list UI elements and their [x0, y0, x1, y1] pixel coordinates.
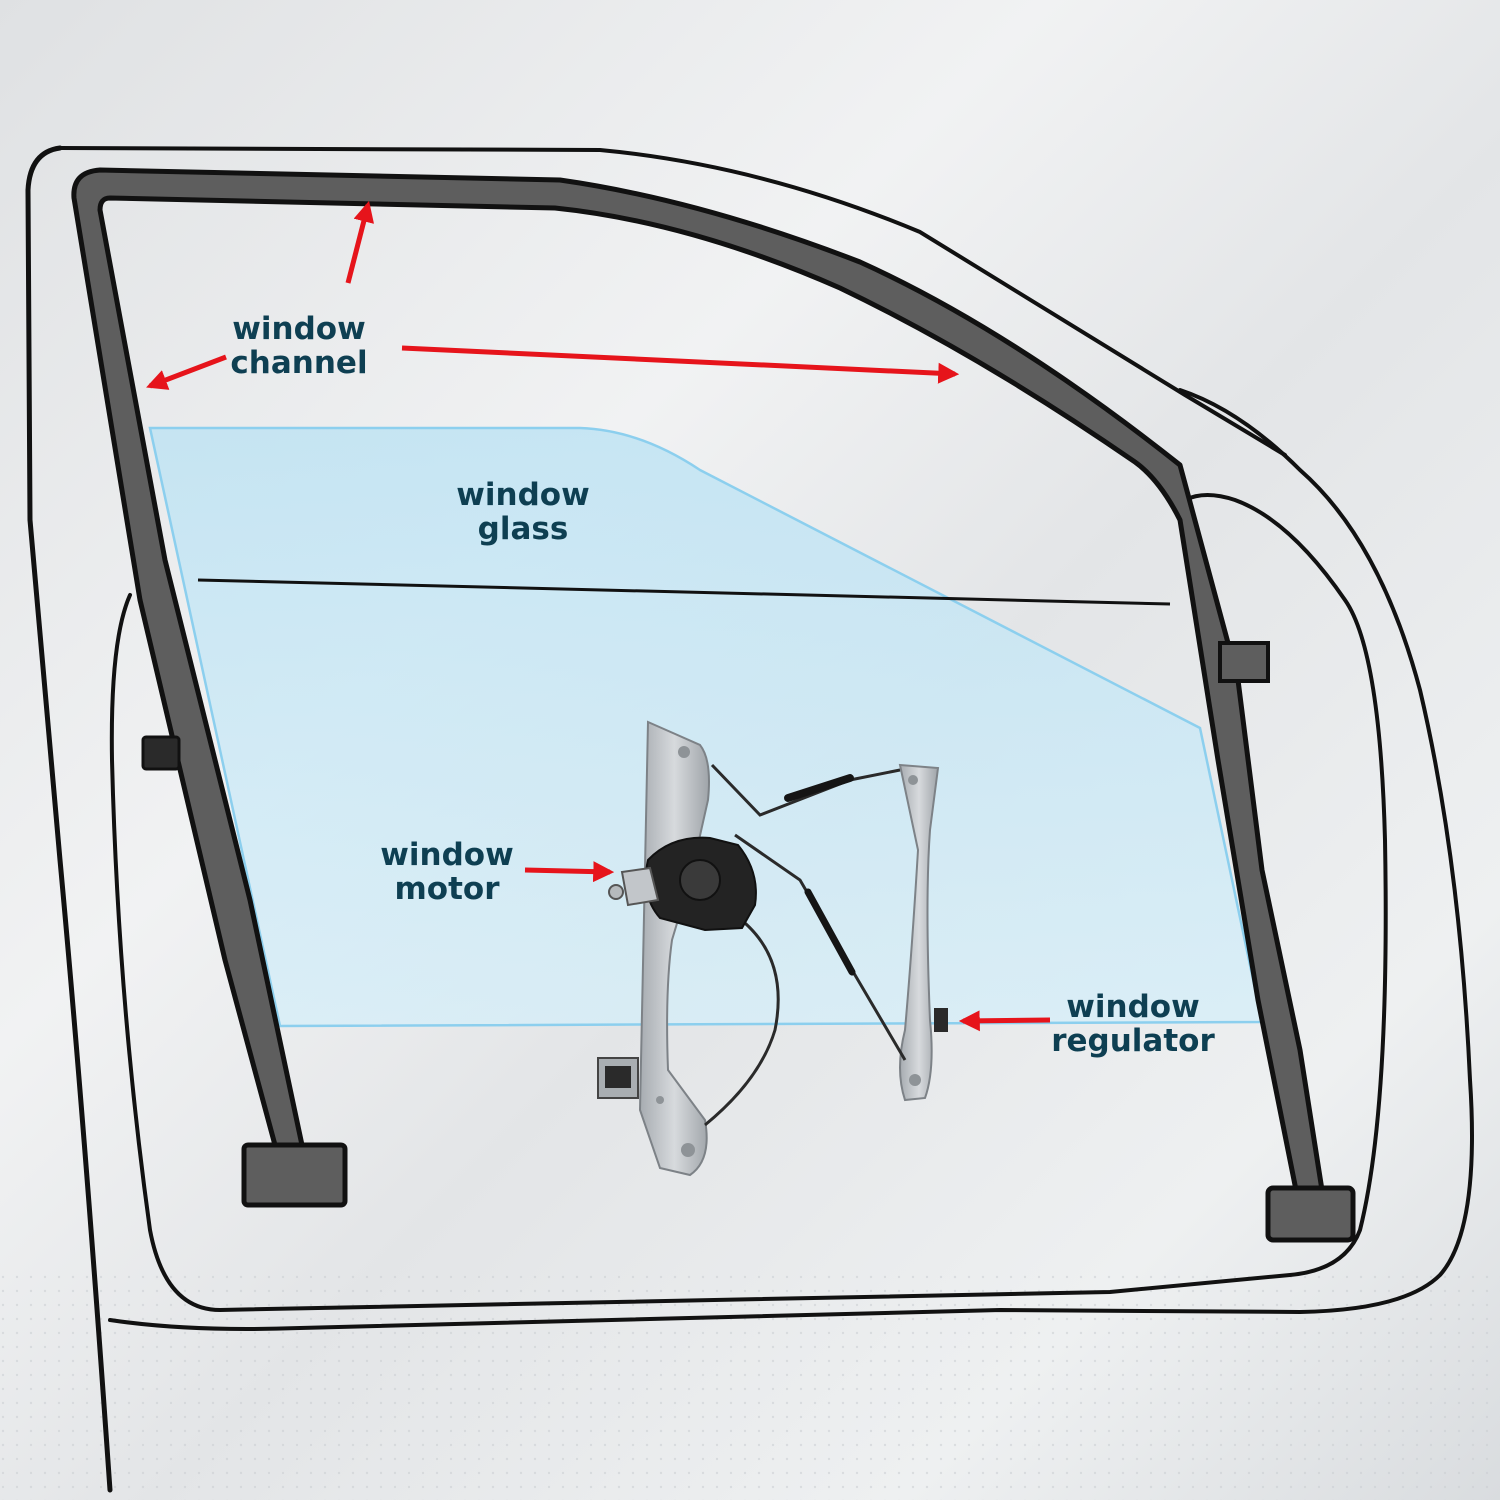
belt-line [197, 578, 1171, 606]
regulator-cable-sleeve [784, 774, 854, 802]
channel-bottom-left-foot [241, 1142, 348, 1208]
annotation-arrows [146, 200, 1051, 1032]
label-window-motor-line1: window [380, 837, 514, 873]
label-window-motor: window motor [372, 838, 522, 906]
window-glass [148, 426, 1264, 1028]
regulator-glass-clip [934, 1008, 948, 1032]
window-channel-frame [71, 167, 1325, 1193]
label-window-channel-line2: channel [230, 345, 368, 381]
channel-side-clip-left [141, 735, 181, 771]
label-window-glass: window glass [448, 478, 598, 546]
motor-gear [620, 866, 660, 907]
label-window-channel: window channel [224, 312, 374, 380]
window-motor [608, 836, 757, 932]
channel-side-clip-right [1218, 641, 1270, 683]
label-window-regulator-line1: window [1066, 989, 1200, 1025]
label-window-glass-line2: glass [477, 511, 569, 547]
label-window-regulator: window regulator [1048, 990, 1218, 1058]
door-outer-outline [25, 145, 113, 1493]
label-window-channel-line1: window [232, 311, 366, 347]
regulator-cable-lower [704, 913, 780, 1127]
door-outer-outline-top [58, 146, 1287, 457]
arrow-channel-right [401, 345, 960, 384]
regulator-cable-upper [710, 763, 901, 817]
regulator-cable-sleeve-2 [804, 888, 856, 976]
arrow-regulator [958, 1010, 1051, 1032]
door-outer-outline-right [108, 388, 1474, 1331]
regulator-right-rail [898, 763, 940, 1102]
label-window-glass-line1: window [456, 477, 590, 513]
channel-bottom-right-foot [1265, 1185, 1356, 1243]
label-window-regulator-line2: regulator [1051, 1023, 1215, 1059]
label-window-motor-line2: motor [394, 871, 500, 907]
arrow-channel-left [146, 354, 227, 390]
arrow-motor [524, 861, 615, 883]
background-dot-texture [0, 1270, 1500, 1500]
window-regulator-assembly [597, 720, 948, 1177]
door-inner-outline [109, 493, 1388, 1313]
regulator-left-rail [638, 720, 710, 1177]
arrow-channel-top [345, 200, 374, 284]
